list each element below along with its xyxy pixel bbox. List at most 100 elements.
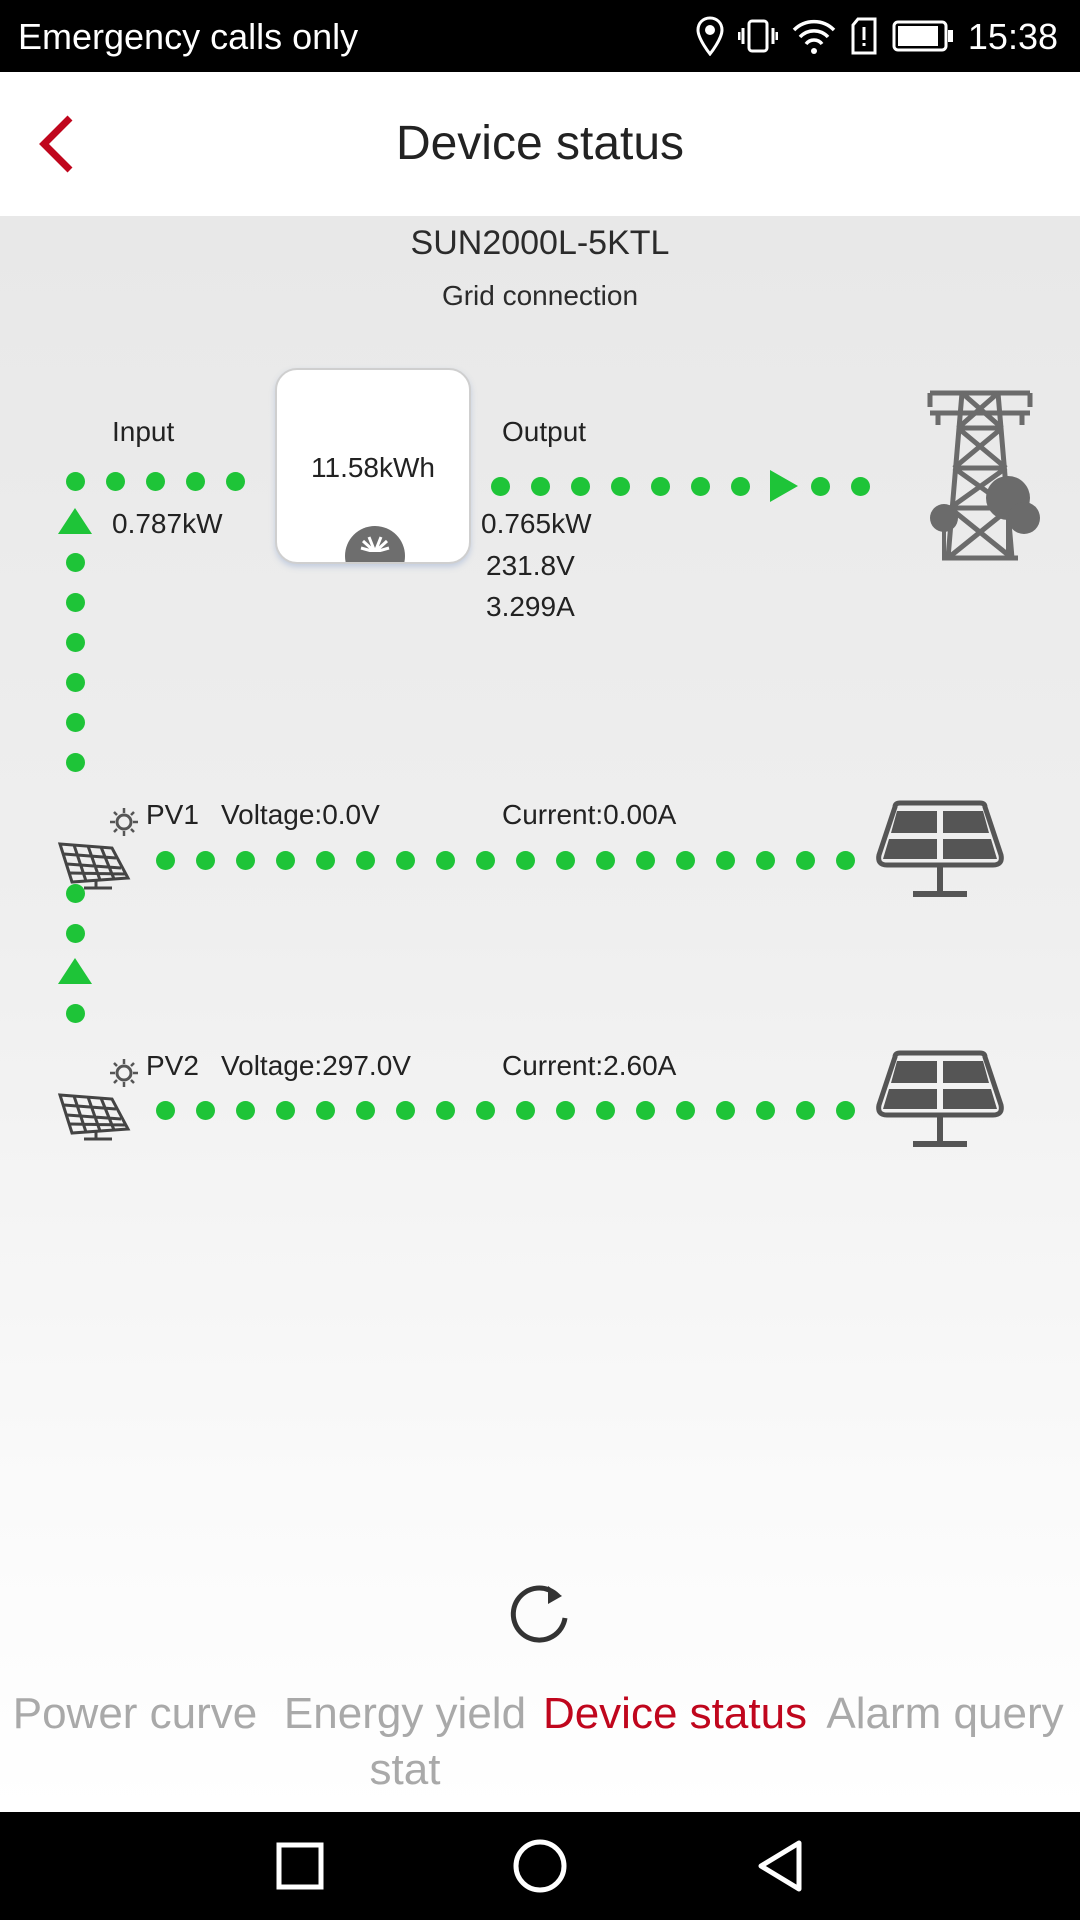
flow-dot xyxy=(810,476,830,496)
flow-dot xyxy=(835,1100,855,1120)
tab-energy-yield-stat[interactable]: Energy yield stat xyxy=(283,1689,527,1794)
flow-dot xyxy=(235,1100,255,1120)
output-label: Output xyxy=(502,416,587,447)
flow-dot xyxy=(185,471,205,491)
back-button[interactable] xyxy=(20,108,92,180)
app-header: Device status xyxy=(0,72,1080,216)
flow-dot xyxy=(795,850,815,870)
flow-dot xyxy=(355,1100,375,1120)
flow-dot xyxy=(65,471,85,491)
flow-dot xyxy=(315,850,335,870)
clock: 15:38 xyxy=(967,16,1058,57)
battery-icon xyxy=(892,20,954,52)
flow-dot xyxy=(490,476,510,496)
grid-tower-icon xyxy=(920,368,1040,573)
flow-dot xyxy=(195,850,215,870)
flow-dot xyxy=(675,1100,695,1120)
flow-dot xyxy=(635,850,655,870)
output-power: 0.765kW xyxy=(481,508,592,539)
flow-dot xyxy=(530,476,550,496)
flow-dot xyxy=(395,850,415,870)
flow-dot xyxy=(570,476,590,496)
flow-dot xyxy=(475,850,495,870)
output-voltage: 231.8V xyxy=(486,550,575,581)
pv2-voltage: Voltage:297.0V xyxy=(221,1050,411,1081)
flow-dot xyxy=(675,850,695,870)
flow-dot xyxy=(730,476,750,496)
inverter-card[interactable]: 11.58kWh xyxy=(275,368,471,564)
flow-dot xyxy=(610,476,630,496)
device-model: SUN2000L-5KTL xyxy=(410,224,670,262)
flow-dot xyxy=(850,476,870,496)
pv2-panel-icon xyxy=(56,1057,140,1146)
pv2-array-icon xyxy=(875,1043,1005,1162)
flow-dot xyxy=(65,712,85,732)
flow-dot xyxy=(690,476,710,496)
vibrate-icon xyxy=(738,16,778,56)
pv1-name: PV1 xyxy=(146,799,199,830)
input-label: Input xyxy=(112,416,175,447)
flow-dot xyxy=(155,850,175,870)
triangle-back-icon xyxy=(758,1840,802,1892)
flow-dot xyxy=(595,1100,615,1120)
pv2-name: PV2 xyxy=(146,1050,199,1081)
flow-dot xyxy=(65,632,85,652)
pv1-voltage: Voltage:0.0V xyxy=(221,799,380,830)
page-title: Device status xyxy=(395,117,685,170)
brand-logo-icon xyxy=(345,526,405,562)
flow-dot xyxy=(835,850,855,870)
flow-dot xyxy=(275,1100,295,1120)
flow-dot xyxy=(65,552,85,572)
flow-dot xyxy=(395,1100,415,1120)
status-icons xyxy=(696,14,954,58)
square-icon xyxy=(276,1842,324,1890)
flow-dot xyxy=(65,1003,85,1023)
tab-power-curve[interactable]: Power curve xyxy=(12,1689,258,1738)
input-power: 0.787kW xyxy=(112,508,223,539)
flow-dot xyxy=(275,850,295,870)
flow-dot xyxy=(65,883,85,903)
pv1-current: Current:0.00A xyxy=(502,799,677,830)
bottom-nav: Power curve Energy yield stat Device sta… xyxy=(0,1664,1080,1812)
flow-dot xyxy=(155,1100,175,1120)
pv1-panel-icon xyxy=(56,806,140,895)
refresh-icon xyxy=(510,1585,568,1643)
flow-dot xyxy=(235,850,255,870)
flow-dot xyxy=(65,672,85,692)
wifi-icon xyxy=(792,16,836,56)
flow-dot xyxy=(715,1100,735,1120)
flow-dot xyxy=(515,850,535,870)
location-icon xyxy=(696,16,724,56)
chevron-left-icon xyxy=(39,115,73,173)
flow-dot xyxy=(755,1100,775,1120)
refresh-button[interactable] xyxy=(504,1576,576,1648)
flow-arrow-up-icon xyxy=(58,958,92,984)
flow-dot xyxy=(435,1100,455,1120)
recents-button[interactable] xyxy=(268,1834,332,1898)
flow-dot xyxy=(435,850,455,870)
back-system-button[interactable] xyxy=(748,1834,812,1898)
home-button[interactable] xyxy=(508,1834,572,1898)
flow-dot xyxy=(650,476,670,496)
flow-dot xyxy=(715,850,735,870)
flow-dot xyxy=(555,1100,575,1120)
flow-dot xyxy=(65,592,85,612)
flow-dot xyxy=(65,752,85,772)
flow-dot xyxy=(225,471,245,491)
inverter-energy: 11.58kWh xyxy=(311,452,435,483)
sim-alert-icon xyxy=(850,16,878,56)
flow-dot xyxy=(355,850,375,870)
device-connection-state: Grid connection xyxy=(441,280,639,311)
pv1-array-icon xyxy=(875,793,1005,912)
tab-device-status[interactable]: Device status xyxy=(542,1689,808,1738)
flow-dot xyxy=(145,471,165,491)
status-bar: Emergency calls only 15:38 xyxy=(0,0,1080,72)
flow-dot xyxy=(195,1100,215,1120)
pv2-current: Current:2.60A xyxy=(502,1050,677,1081)
flow-dot xyxy=(475,1100,495,1120)
flow-dot xyxy=(315,1100,335,1120)
flow-arrow-right-icon xyxy=(770,470,798,502)
flow-dot xyxy=(105,471,125,491)
tab-alarm-query[interactable]: Alarm query xyxy=(826,1689,1064,1738)
circle-icon xyxy=(513,1839,567,1893)
